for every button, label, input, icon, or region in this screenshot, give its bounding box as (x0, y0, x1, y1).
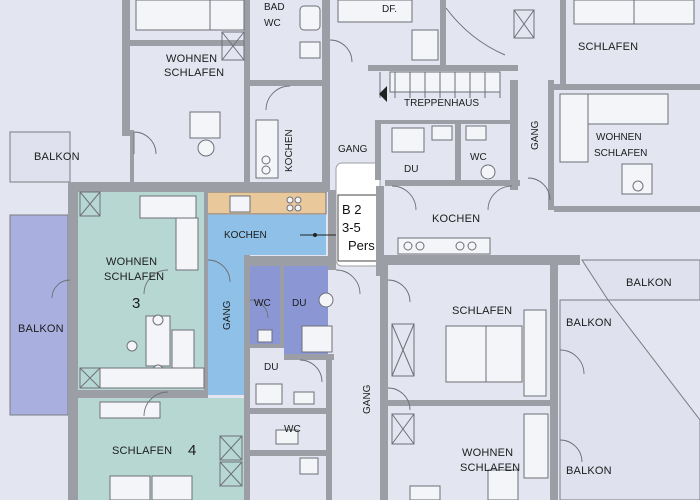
label-schlafen-top-right: SCHLAFEN (578, 41, 638, 53)
balcony-top-left (9, 131, 71, 183)
label-kochen-vertical: KOCHEN (284, 129, 295, 172)
label-balkon-top-left: BALKON (34, 151, 80, 163)
label-wohnen-right: WOHNEN (596, 132, 642, 143)
label-kochen-left: KOCHEN (224, 230, 267, 241)
label-schlafen-bottom: SCHLAFEN (460, 462, 520, 474)
label-wohnen-bottom: WOHNEN (462, 447, 513, 459)
label-treppenhaus: TREPPENHAUS (404, 98, 479, 109)
label-wc-lower: WC (284, 424, 301, 435)
label-wc-blue: WC (254, 298, 271, 309)
label-wohnen-3: WOHNEN (106, 256, 157, 268)
label-schlafen-3: SCHLAFEN (104, 271, 164, 283)
unit-callout: B 2 3-5 Pers (342, 202, 375, 253)
room-labels: WOHNEN SCHLAFEN BAD WC DF. SCHLAFEN BALK… (18, 2, 672, 477)
label-balkon-right-3: BALKON (566, 465, 612, 477)
callout-capacity: 3-5 (342, 220, 361, 235)
gang-blue-fill (206, 255, 246, 395)
label-schlafen-4: SCHLAFEN (112, 445, 172, 457)
balcony-right-top (581, 259, 700, 301)
kitchen-counter (205, 191, 327, 215)
label-wc-bad: WC (264, 18, 281, 29)
balcony-right-mid (559, 299, 700, 500)
room-number-3: 3 (132, 295, 140, 312)
label-balkon-left: BALKON (18, 323, 64, 335)
label-bad: BAD (264, 2, 285, 13)
label-gang-lower: GANG (362, 384, 373, 414)
label-du-blue: DU (292, 298, 306, 309)
callout-unit-id: B 2 (342, 202, 362, 217)
room-number-4: 4 (188, 442, 196, 459)
label-du-lower: DU (264, 362, 278, 373)
label-schlafen-right: SCHLAFEN (594, 148, 647, 159)
door-swings (51, 39, 585, 463)
label-df: DF. (382, 4, 397, 15)
label-gang-center-top: GANG (338, 144, 368, 155)
label-balkon-right-1: BALKON (626, 277, 672, 289)
label-wohnen-top: WOHNEN (166, 53, 217, 65)
label-schlafen-center: SCHLAFEN (452, 305, 512, 317)
label-gang-right-vertical: GANG (530, 120, 541, 150)
callout-persons: Pers (348, 238, 375, 253)
stair-arrow-icon (379, 86, 387, 102)
walls (68, 0, 700, 500)
label-balkon-right-2: BALKON (566, 317, 612, 329)
label-du-top: DU (404, 164, 418, 175)
label-gang-blue: GANG (222, 300, 233, 330)
fixtures (79, 0, 695, 500)
label-kochen-center: KOCHEN (432, 213, 480, 225)
label-wc-top: WC (470, 152, 487, 163)
label-schlafen-top: SCHLAFEN (164, 67, 224, 79)
balcony-left (9, 214, 69, 416)
